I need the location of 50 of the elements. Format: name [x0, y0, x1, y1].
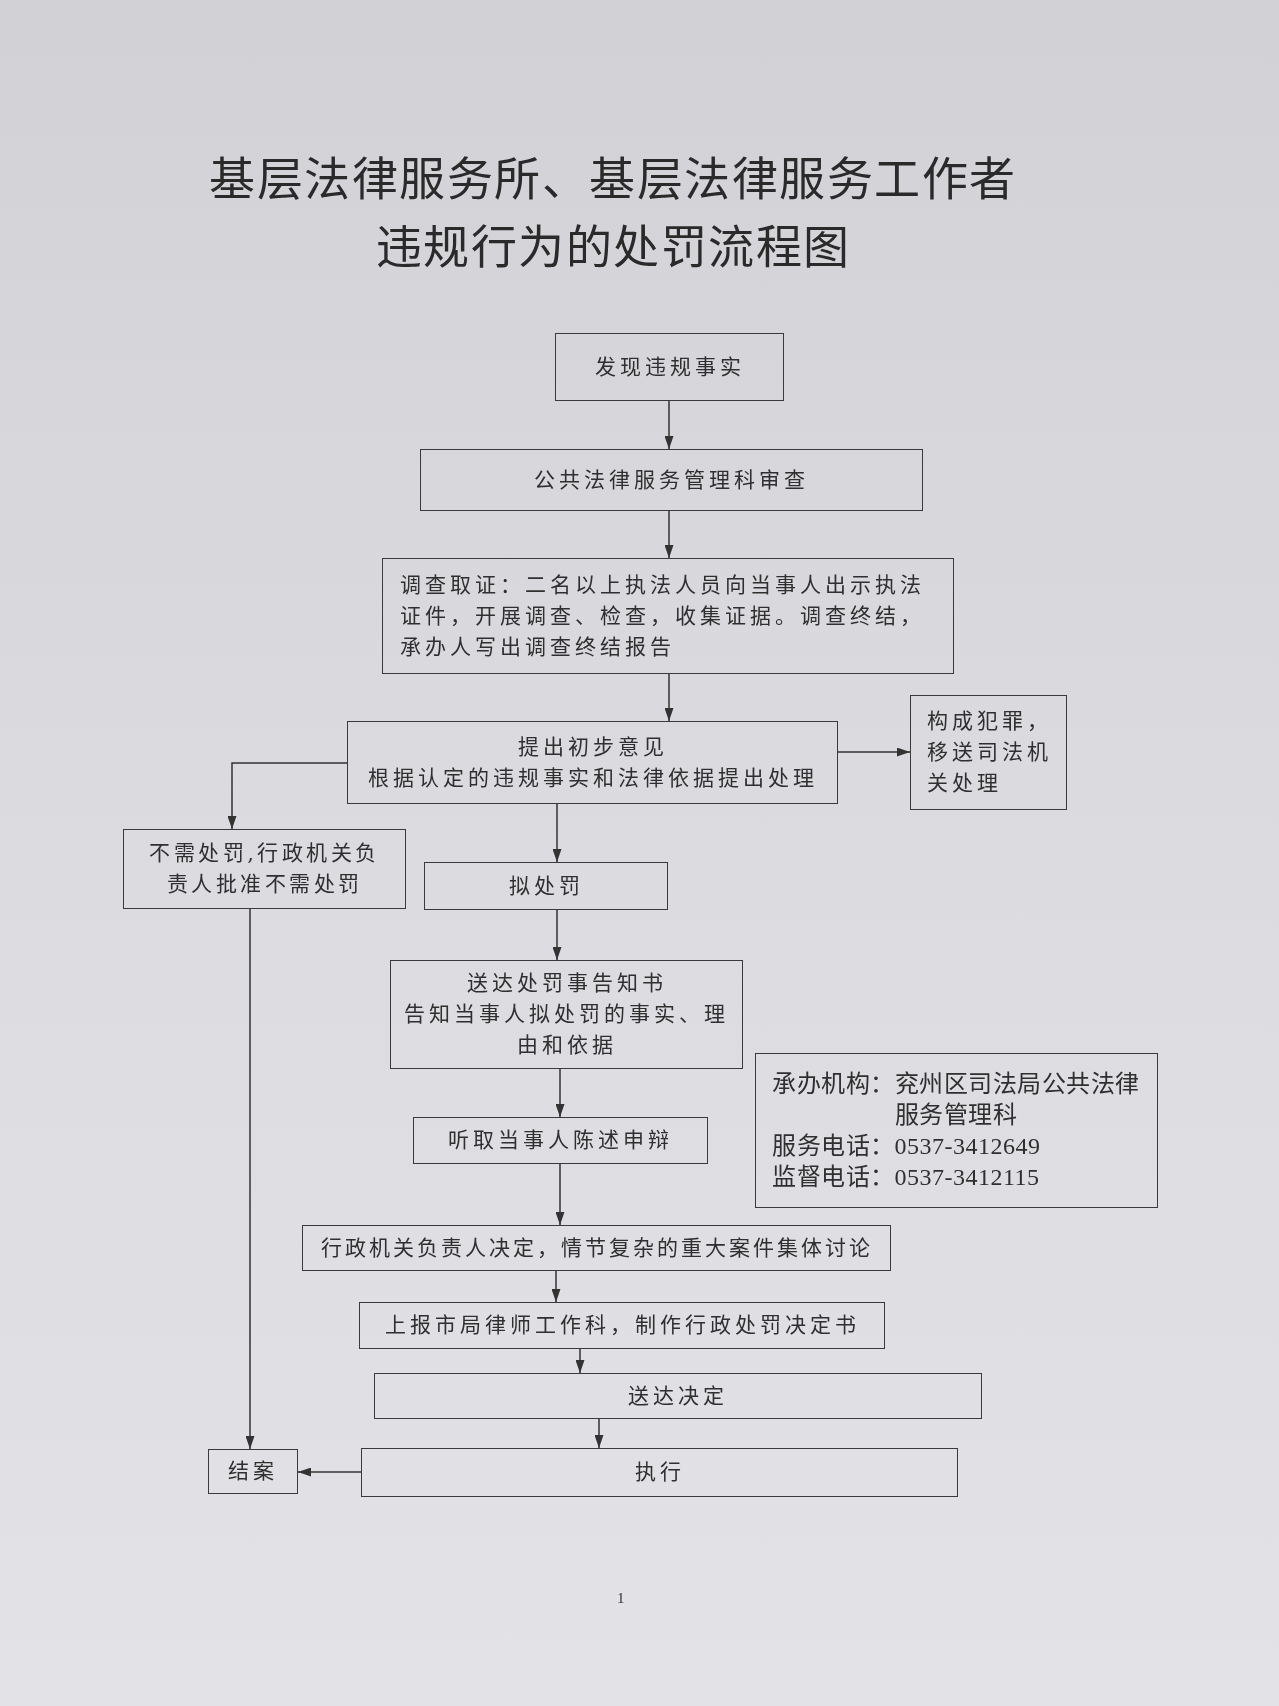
- process-box: [555, 333, 784, 401]
- arrow: [594, 1418, 604, 1449]
- arrow: [837, 747, 911, 757]
- process-box: [420, 449, 923, 511]
- step-text: 构成犯罪，移送司法机关处理: [927, 708, 1053, 797]
- process-box: [910, 695, 1067, 810]
- process-box: [359, 1302, 885, 1349]
- step-text: 行政机关负责人决定，情节复杂的重大案件集体讨论: [320, 1234, 873, 1262]
- step-text: 告知当事人拟处罚的事实、理由和依据: [403, 1001, 730, 1059]
- process-box: [347, 721, 838, 804]
- arrow: [555, 1163, 565, 1226]
- process-box: [361, 1448, 958, 1497]
- step-text: 调查取证：二名以上执法人员向当事人出示执法证件，开展调查、检查，收集证据。调查终结，承办人写出调查终结报告: [400, 571, 926, 661]
- arrow: [227, 762, 348, 830]
- process-box: [390, 960, 743, 1069]
- arrow: [552, 803, 562, 863]
- arrow: [552, 909, 562, 961]
- contact-text: 服务电话：0537-3412649: [772, 1131, 1042, 1161]
- step-text: 听取当事人陈述申辩: [448, 1127, 673, 1154]
- arrow: [664, 510, 674, 559]
- step-text: 不需处罚,行政机关负责人批准不需处罚: [148, 840, 381, 898]
- contact-text: 监督电话：0537-3412115: [772, 1162, 1041, 1192]
- process-box: [374, 1373, 982, 1419]
- step-text: 结案: [228, 1458, 278, 1485]
- process-box: [413, 1117, 708, 1164]
- step-heading: 送达处罚事告知书: [466, 970, 667, 997]
- step-text: 执行: [634, 1459, 685, 1486]
- arrow: [245, 908, 255, 1450]
- process-box: [123, 829, 406, 909]
- step-text: 拟处罚: [508, 872, 584, 900]
- step-text: 发现违规事实: [594, 353, 745, 381]
- arrow: [555, 1068, 565, 1118]
- contact-box: [755, 1053, 1158, 1208]
- arrow: [664, 673, 674, 722]
- arrow: [551, 1270, 561, 1303]
- process-box: [208, 1449, 298, 1494]
- step-heading: 提出初步意见: [517, 733, 668, 761]
- step-text: 送达决定: [628, 1382, 728, 1410]
- step-text: 根据认定的违规事实和法律依据提出处理: [367, 764, 818, 792]
- page-number: 1: [617, 1590, 625, 1607]
- arrow: [297, 1467, 362, 1477]
- arrow: [575, 1348, 585, 1374]
- contact-text: 承办机构：兖州区司法局公共法律服务管理科: [772, 1069, 1141, 1130]
- process-box: [382, 558, 954, 674]
- step-text: 上报市局律师工作科，制作行政处罚决定书: [384, 1312, 860, 1339]
- process-box: [424, 862, 668, 910]
- step-text: 公共法律服务管理科审查: [534, 466, 809, 494]
- process-box: [302, 1225, 891, 1271]
- arrow: [664, 400, 674, 450]
- title: 基层法律服务所、基层法律服务工作者违规行为的处罚流程图: [208, 151, 1018, 276]
